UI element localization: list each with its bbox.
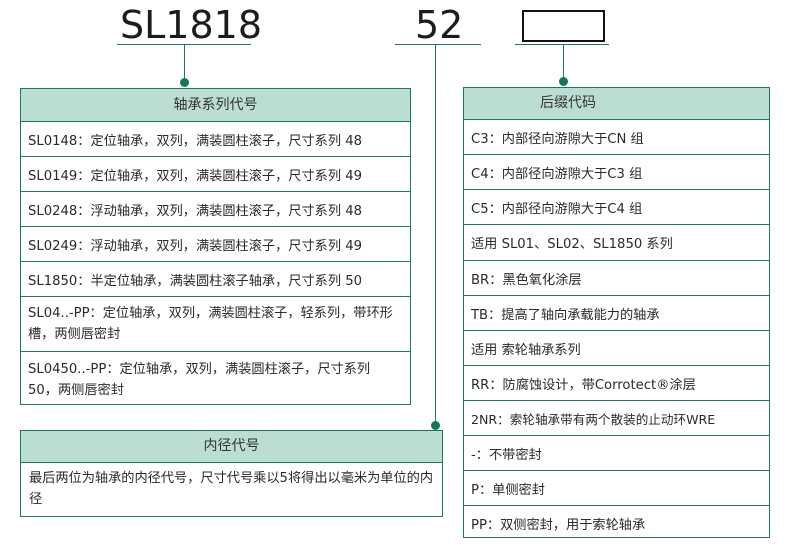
bore-connector-dot <box>431 421 440 430</box>
bore-panel-title: 内径代号 <box>21 431 442 463</box>
suffix-code-panel: 后缀代码 C3：内部径向游隙大于CN 组 C4：内部径向游隙大于C3 组 C5：… <box>463 87 770 538</box>
series-connector-dot <box>180 78 189 87</box>
series-code: SL1818 <box>120 3 262 47</box>
bore-code-underline <box>395 44 481 45</box>
suffix-panel-title: 后缀代码 <box>464 88 769 120</box>
suffix-connector-line <box>563 44 564 81</box>
suffix-row: RR：防腐蚀设计，带Corrotect®涂层 <box>464 366 769 401</box>
bore-code: 52 <box>415 3 464 47</box>
series-row: SL0148：定位轴承，双列，满装圆柱滚子，尺寸系列 48 <box>21 122 410 157</box>
suffix-row: PP：双侧密封，用于索轮轴承 <box>471 518 646 533</box>
series-row: SL0149：定位轴承，双列，满装圆柱滚子，尺寸系列 49 <box>21 157 410 192</box>
series-row: SL0249：浮动轴承，双列，满装圆柱滚子，尺寸系列 49 <box>21 227 410 262</box>
suffix-row: TB：提高了轴向承载能力的轴承 <box>464 296 769 331</box>
suffix-code-placeholder-box <box>522 10 605 42</box>
series-row: SL1850：半定位轴承，满装圆柱滚子轴承，尺寸系列 50 <box>21 262 410 297</box>
suffix-row: -：不带密封 <box>464 436 769 471</box>
series-row: SL0248：浮动轴承，双列，满装圆柱滚子，尺寸系列 48 <box>21 192 410 227</box>
series-connector-line <box>184 44 185 82</box>
suffix-row: C4：内部径向游隙大于C3 组 <box>464 155 769 190</box>
suffix-row: 适用 索轮轴承系列 <box>464 331 769 366</box>
suffix-row: C3：内部径向游隙大于CN 组 <box>464 120 769 155</box>
series-code-panel: 轴承系列代号 SL0148：定位轴承，双列，满装圆柱滚子，尺寸系列 48 SL0… <box>20 88 411 405</box>
series-panel-title: 轴承系列代号 <box>21 89 410 122</box>
suffix-connector-dot <box>559 77 568 86</box>
suffix-row: BR：黑色氧化涂层 <box>464 261 769 296</box>
suffix-row: 2NR：索轮轴承带有两个散装的止动环WRE <box>464 401 769 436</box>
series-row: SL04..-PP：定位轴承，双列，满装圆柱滚子，轻系列，带环形槽，两侧唇密封 <box>21 297 410 352</box>
suffix-row: 适用 SL01、SL02、SL1850 系列 <box>464 225 769 261</box>
suffix-row: P：单侧密封 <box>464 471 769 506</box>
suffix-code-underline <box>515 44 609 45</box>
series-row: SL0450..-PP：定位轴承，双列，满装圆柱滚子，尺寸系列 50，两侧唇密封 <box>28 361 371 398</box>
bore-connector-line <box>435 44 436 424</box>
bore-panel-description: 最后两位为轴承的内径代号，尺寸代号乘以5将得出以毫米为单位的内径 <box>29 471 434 507</box>
bore-code-panel: 内径代号 最后两位为轴承的内径代号，尺寸代号乘以5将得出以毫米为单位的内径 <box>20 430 443 517</box>
suffix-row: C5：内部径向游隙大于C4 组 <box>464 190 769 225</box>
